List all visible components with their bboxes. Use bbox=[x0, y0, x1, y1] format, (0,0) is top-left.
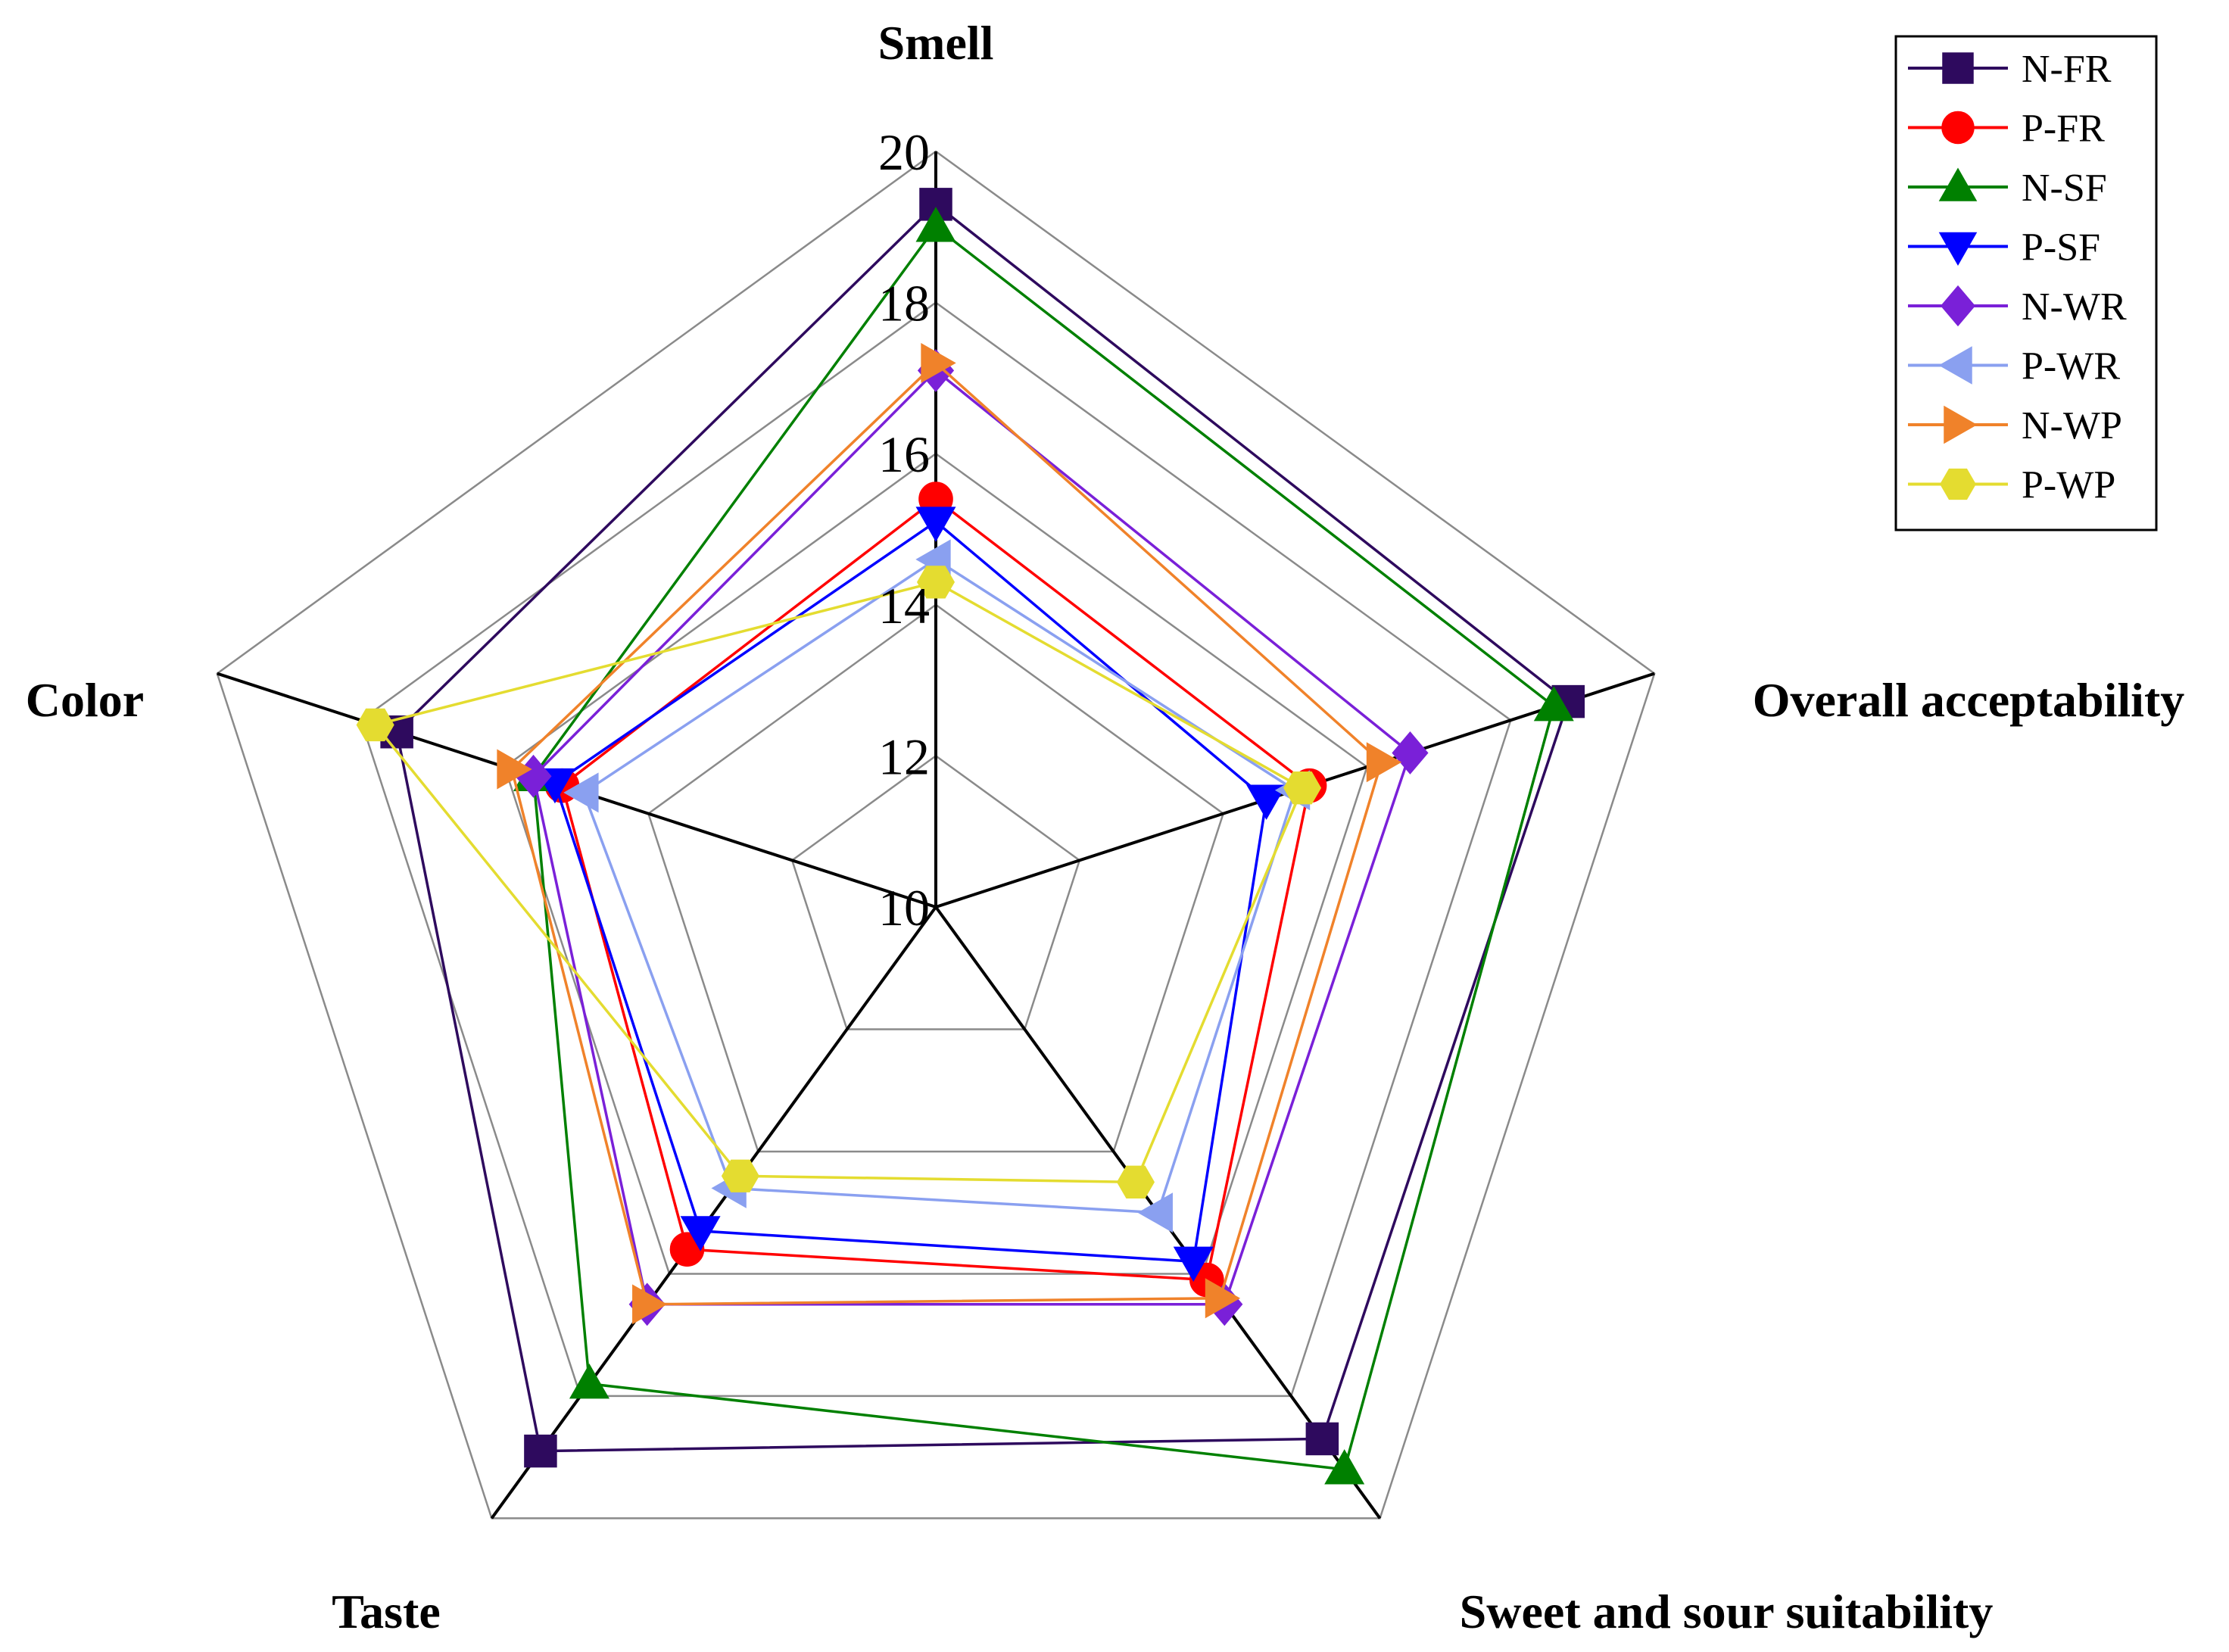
grid-ring-18 bbox=[360, 301, 1512, 1398]
legend-label-P-SF: P-SF bbox=[2022, 226, 2100, 270]
legend-item-P-FR: P-FR bbox=[1908, 108, 2105, 151]
tick-label-14: 14 bbox=[878, 577, 930, 634]
point-P-WR-2 bbox=[1137, 1192, 1173, 1233]
series-N-SF bbox=[513, 207, 1574, 1485]
point-N-WR-1 bbox=[1392, 731, 1429, 775]
series-line-P-WP bbox=[373, 580, 1305, 1184]
point-N-WP-4 bbox=[497, 749, 532, 790]
axis-label-1: Overall acceptability bbox=[1753, 673, 2185, 727]
radar-series bbox=[356, 188, 1585, 1485]
tick-label-12: 12 bbox=[878, 728, 930, 785]
point-N-WP-2 bbox=[1205, 1278, 1241, 1319]
legend-item-P-WR: P-WR bbox=[1908, 345, 2120, 388]
legend-item-N-WR: N-WR bbox=[1908, 285, 2127, 329]
point-P-SF-3 bbox=[680, 1216, 721, 1251]
point-N-FR-3 bbox=[524, 1434, 557, 1468]
point-P-SF-0 bbox=[915, 507, 956, 542]
point-P-WP-2 bbox=[1116, 1165, 1155, 1198]
point-N-SF-2 bbox=[1324, 1449, 1365, 1485]
legend-label-N-WP: N-WP bbox=[2022, 404, 2122, 447]
legend-label-P-WR: P-WR bbox=[2022, 345, 2120, 388]
series-N-FR bbox=[380, 188, 1585, 1468]
legend-item-N-FR: N-FR bbox=[1908, 48, 2112, 91]
legend-label-N-WR: N-WR bbox=[2022, 285, 2127, 329]
series-line-P-SF bbox=[553, 519, 1268, 1264]
point-N-WP-1 bbox=[1366, 742, 1402, 783]
legend-box bbox=[1894, 35, 2158, 531]
point-P-WP-1 bbox=[1283, 771, 1322, 805]
point-P-SF-1 bbox=[1246, 784, 1287, 820]
series-line-N-SF bbox=[532, 225, 1556, 1471]
legend-marker-P-SF bbox=[1938, 232, 1978, 267]
legend-label-P-FR: P-FR bbox=[2022, 108, 2105, 151]
legend-item-N-SF: N-SF bbox=[1908, 167, 2107, 210]
point-P-WP-4 bbox=[356, 708, 394, 742]
axis-spoke-3 bbox=[490, 905, 937, 1520]
grid-ring-14 bbox=[647, 603, 1225, 1153]
grid-ring-12 bbox=[790, 754, 1081, 1030]
legend-marker-N-SF bbox=[1938, 167, 1978, 201]
legend-marker-P-WP bbox=[1940, 468, 1976, 500]
point-P-WR-4 bbox=[563, 772, 599, 813]
point-P-SF-2 bbox=[1173, 1246, 1214, 1283]
axis-label-4: Color bbox=[26, 673, 144, 727]
axis-label-3: Taste bbox=[332, 1585, 440, 1638]
point-N-WP-0 bbox=[921, 342, 956, 383]
series-line-N-WP bbox=[510, 361, 1383, 1306]
radial-tick-labels: 10 12 14 16 18 20 bbox=[878, 123, 930, 937]
series-P-WP bbox=[356, 566, 1322, 1198]
legend-marker-N-WP bbox=[1944, 405, 1978, 444]
legend-marker-N-WR bbox=[1941, 285, 1975, 327]
tick-label-10: 10 bbox=[878, 879, 930, 937]
point-N-SF-0 bbox=[915, 207, 956, 242]
axis-label-2: Sweet and sour suitability bbox=[1460, 1585, 1994, 1638]
legend-marker-N-FR bbox=[1942, 52, 1974, 84]
legend-label-N-SF: N-SF bbox=[2022, 167, 2107, 210]
tick-label-16: 16 bbox=[878, 425, 930, 483]
point-P-WP-0 bbox=[916, 566, 956, 599]
point-P-WP-3 bbox=[721, 1159, 759, 1192]
legend: N-FR P-FR N-SF P-SF N-WR P-WR N-WP P-WP bbox=[1894, 35, 2158, 531]
legend-item-P-SF: P-SF bbox=[1908, 226, 2100, 270]
tick-label-18: 18 bbox=[878, 275, 930, 332]
grid-ring-20 bbox=[216, 150, 1656, 1520]
legend-label-P-WP: P-WP bbox=[2022, 464, 2115, 507]
point-N-WP-3 bbox=[632, 1284, 668, 1325]
legend-marker-P-FR bbox=[1941, 111, 1975, 145]
tick-label-20: 20 bbox=[878, 123, 930, 181]
point-N-FR-2 bbox=[1305, 1422, 1339, 1456]
series-line-N-FR bbox=[395, 202, 1570, 1453]
point-N-SF-3 bbox=[569, 1364, 609, 1399]
legend-marker-P-WR bbox=[1938, 346, 1972, 385]
point-N-SF-1 bbox=[1533, 686, 1574, 722]
axis-label-0: Smell bbox=[878, 16, 994, 70]
legend-item-P-WP: P-WP bbox=[1908, 464, 2115, 507]
series-line-N-WR bbox=[532, 369, 1412, 1306]
series-N-WP bbox=[497, 342, 1402, 1325]
series-line-P-WR bbox=[581, 557, 1297, 1214]
series-line-P-FR bbox=[560, 497, 1311, 1282]
grid-ring-16 bbox=[503, 452, 1368, 1275]
legend-label-N-FR: N-FR bbox=[2022, 48, 2112, 91]
legend-item-N-WP: N-WP bbox=[1908, 404, 2122, 447]
